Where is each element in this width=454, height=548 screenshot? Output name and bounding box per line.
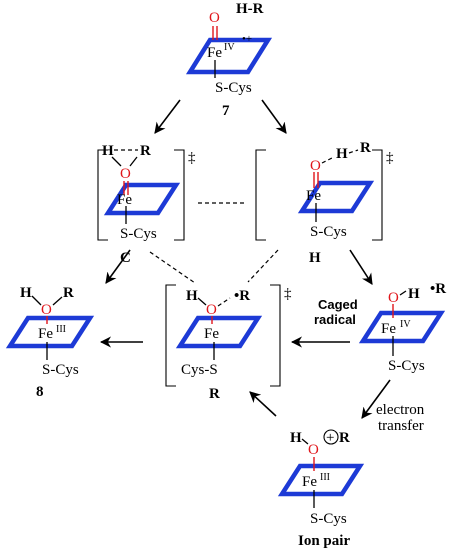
tsR-r: •R: [234, 288, 250, 304]
transition-state-C: ‡ H R O Fe S-Cys C: [97, 143, 196, 266]
label-C: C: [120, 250, 131, 266]
heme-plane-caged: [358, 310, 446, 344]
dashed-H-to-R: [247, 249, 279, 283]
oxo-oxygen-7: O: [209, 10, 220, 26]
p8-oxstate: III: [56, 324, 66, 335]
arrow-C-to-8: [105, 249, 131, 284]
caged-radical-label-2: radical: [314, 312, 356, 327]
cr-dot-r: •R: [430, 281, 446, 297]
transition-state-R: ‡ H O •R Fe Cys-S R: [165, 284, 292, 402]
tsR-h: H: [186, 288, 198, 304]
cr-h: H: [408, 286, 420, 302]
product-8: H O R Fe III S-Cys 8: [5, 285, 95, 400]
compound-7: O H-R Fe IV •+ S-Cys 7: [185, 1, 273, 119]
label-R: R: [209, 386, 220, 402]
arrow-7-to-H: [261, 99, 287, 134]
scys-7: S-Cys: [215, 80, 252, 96]
ip-iron: Fe: [302, 474, 317, 490]
p8-h: H: [20, 285, 32, 301]
electron-transfer-label-1: electron: [376, 402, 425, 418]
ip-oxygen: O: [308, 442, 319, 458]
arrow-caged-to-ionpair: [361, 379, 391, 419]
transition-state-H: ‡ O H R Fe S-Cys H: [255, 140, 394, 266]
ts-C-h: H: [102, 143, 114, 159]
ts-C-oxygen: O: [120, 166, 131, 182]
ts-H-iron: Fe: [306, 188, 321, 204]
ion-pair-label: Ion pair: [298, 533, 350, 548]
tsR-iron: Fe: [204, 326, 219, 342]
cr-oxstate: IV: [400, 319, 411, 330]
heme-plane-8: [5, 315, 95, 349]
oxidation-state-7: IV: [224, 42, 235, 53]
tsR-oxygen: O: [206, 302, 217, 318]
ip-scys: S-Cys: [310, 511, 347, 527]
ts-H-oxygen: O: [310, 158, 321, 174]
plus-circle: [323, 429, 339, 445]
tsR-cyss: Cys-S: [181, 362, 218, 378]
p8-iron: Fe: [38, 326, 53, 342]
cr-iron: Fe: [381, 321, 396, 337]
ip-oxstate: III: [320, 472, 330, 483]
arrow-ionpair-to-R: [249, 391, 277, 417]
label-7: 7: [222, 103, 230, 119]
caged-radical-label-1: Caged: [318, 297, 358, 312]
radical-cation-7: •+: [242, 33, 252, 45]
ip-plus: +: [326, 430, 334, 446]
label-8: 8: [36, 384, 44, 400]
dashed-C-to-R: [149, 251, 196, 284]
ts-C-iron: Fe: [117, 192, 132, 208]
cr-oxygen: O: [388, 290, 399, 306]
ts-H-scys: S-Cys: [310, 224, 347, 240]
heme-plane-ionpair: [277, 463, 365, 497]
p8-oxygen: O: [41, 302, 52, 318]
ip-r: R: [339, 430, 350, 446]
caged-radical-species: O H •R Fe IV S-Cys: [358, 281, 446, 374]
ts-C-scys: S-Cys: [120, 226, 157, 242]
iron-label-7: Fe: [207, 45, 222, 61]
ts-H-r: R: [360, 140, 371, 156]
p8-r: R: [63, 285, 74, 301]
heme-plane-C: [103, 182, 181, 216]
arrow-H-to-caged: [349, 249, 373, 285]
substrate-hr-7: H-R: [236, 1, 264, 17]
ip-h: H: [290, 430, 302, 446]
arrow-7-to-C: [154, 99, 181, 134]
dagger-C: ‡: [188, 150, 196, 166]
p8-scys: S-Cys: [42, 362, 79, 378]
heme-plane-H: [297, 180, 375, 214]
heme-plane-R: [175, 315, 263, 349]
ts-H-h: H: [336, 146, 348, 162]
cr-scys: S-Cys: [388, 358, 425, 374]
label-H: H: [309, 250, 321, 266]
dagger-H: ‡: [386, 150, 394, 166]
ion-pair: H O + R Fe III S-Cys Ion pair: [277, 429, 365, 548]
electron-transfer-label-2: transfer: [378, 418, 424, 434]
heme-plane-7: [185, 37, 273, 75]
dagger-R: ‡: [284, 286, 292, 302]
ts-C-r: R: [140, 143, 151, 159]
